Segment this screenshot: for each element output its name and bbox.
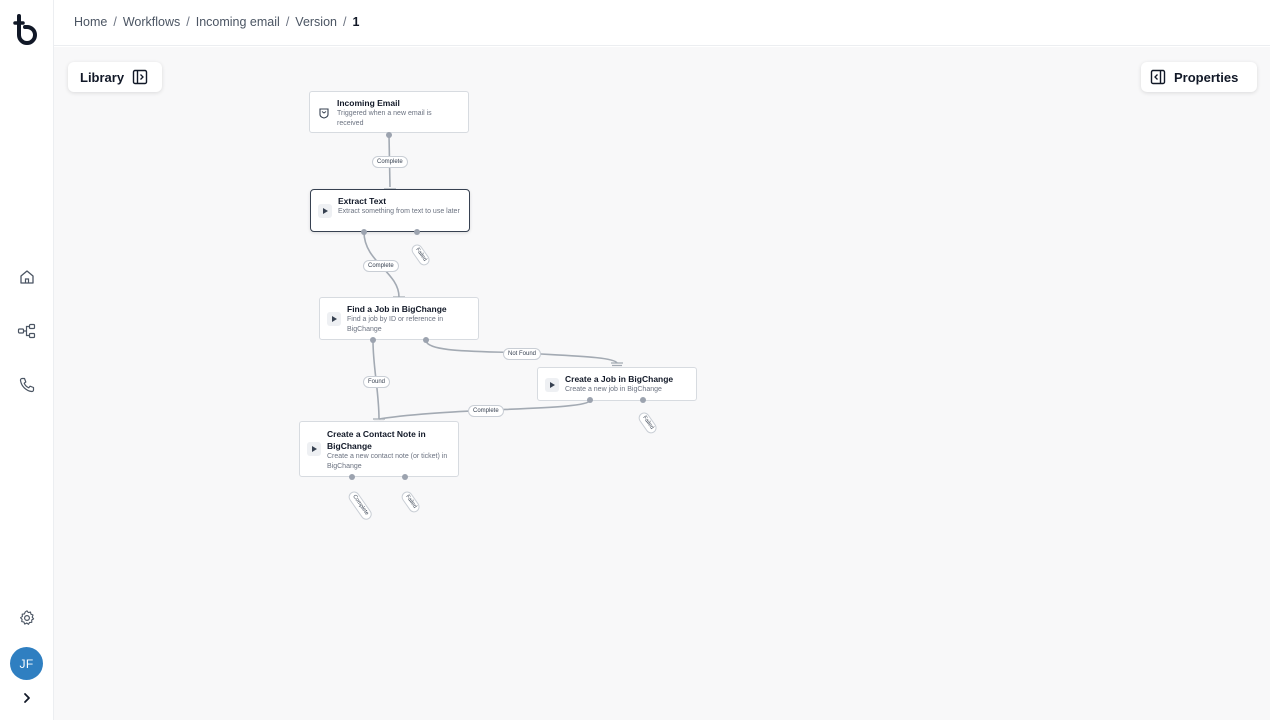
breadcrumb-separator: / — [186, 15, 190, 29]
output-port[interactable] — [640, 397, 646, 403]
node-title: Create a Job in BigChange — [565, 374, 674, 384]
email-trigger-icon — [317, 106, 331, 120]
nav-workflows[interactable] — [11, 317, 43, 349]
properties-label: Properties — [1174, 69, 1239, 85]
node-description: Create a new contact note (or ticket) in… — [327, 453, 448, 470]
play-icon — [545, 378, 559, 392]
bigchange-logo[interactable] — [12, 14, 42, 46]
output-port[interactable] — [361, 229, 367, 235]
properties-button[interactable]: Properties — [1141, 62, 1257, 92]
node-incoming-email[interactable]: Incoming Email Triggered when a new emai… — [309, 91, 469, 133]
play-icon — [307, 442, 321, 456]
edge-label-complete[interactable]: Complete — [363, 260, 399, 272]
top-bar: Home / Workflows / Incoming email / Vers… — [54, 0, 1270, 46]
node-extract-text[interactable]: Extract Text Extract something from text… — [310, 189, 470, 232]
edge-label-complete[interactable]: Complete — [468, 405, 504, 417]
play-icon — [327, 312, 341, 326]
breadcrumb: Home / Workflows / Incoming email / Vers… — [74, 15, 359, 29]
output-port[interactable] — [386, 132, 392, 138]
side-rail: JF — [0, 0, 54, 720]
node-title: Find a Job in BigChange — [347, 304, 447, 314]
node-create-contact-note[interactable]: Create a Contact Note in BigChange Creat… — [299, 421, 459, 477]
node-title: Create a Contact Note in BigChange — [327, 429, 426, 451]
chevron-right-icon — [20, 691, 34, 710]
node-description: Create a new job in BigChange — [565, 386, 662, 393]
library-label: Library — [80, 69, 125, 85]
edge-label-not-found[interactable]: Not Found — [503, 348, 542, 360]
avatar[interactable]: JF — [10, 647, 43, 680]
nav-home[interactable] — [11, 263, 43, 295]
node-description: Triggered when a new email is received — [337, 110, 432, 127]
edge-label-complete[interactable]: Complete — [372, 156, 408, 168]
output-port[interactable] — [423, 337, 429, 343]
nav-calls[interactable] — [11, 371, 43, 403]
output-port[interactable] — [370, 337, 376, 343]
workflow-canvas[interactable]: Library Properties Incoming Email Trigge… — [54, 47, 1270, 720]
library-button[interactable]: Library — [68, 62, 162, 92]
phone-icon — [18, 376, 36, 399]
node-create-job[interactable]: Create a Job in BigChange Create a new j… — [537, 367, 697, 401]
home-icon — [18, 268, 36, 291]
breadcrumb-workflow[interactable]: Incoming email — [195, 15, 280, 29]
breadcrumb-workflows[interactable]: Workflows — [122, 15, 181, 29]
edge-create-job-complete — [378, 399, 591, 420]
breadcrumb-separator: / — [113, 15, 117, 29]
node-find-job[interactable]: Find a Job in BigChange Find a job by ID… — [319, 297, 479, 340]
workflow-icon — [17, 322, 37, 345]
output-port[interactable] — [349, 474, 355, 480]
breadcrumb-separator: / — [285, 15, 290, 29]
expand-rail-button[interactable] — [11, 684, 43, 716]
gear-icon — [18, 609, 36, 632]
output-port[interactable] — [402, 474, 408, 480]
edge-label-found[interactable]: Found — [363, 376, 391, 388]
output-port[interactable] — [587, 397, 593, 403]
node-description: Find a job by ID or reference in BigChan… — [347, 316, 444, 333]
play-icon — [318, 204, 332, 218]
node-title: Extract Text — [338, 196, 387, 206]
node-description: Extract something from text to use later — [338, 208, 460, 215]
node-title: Incoming Email — [337, 98, 400, 108]
breadcrumb-current: 1 — [352, 15, 360, 29]
breadcrumb-home[interactable]: Home — [74, 15, 108, 29]
panel-close-icon — [1150, 69, 1166, 85]
nav-settings[interactable] — [11, 604, 43, 636]
breadcrumb-version[interactable]: Version — [295, 15, 337, 29]
output-port[interactable] — [414, 229, 420, 235]
panel-open-icon — [132, 69, 148, 85]
breadcrumb-separator: / — [343, 15, 347, 29]
